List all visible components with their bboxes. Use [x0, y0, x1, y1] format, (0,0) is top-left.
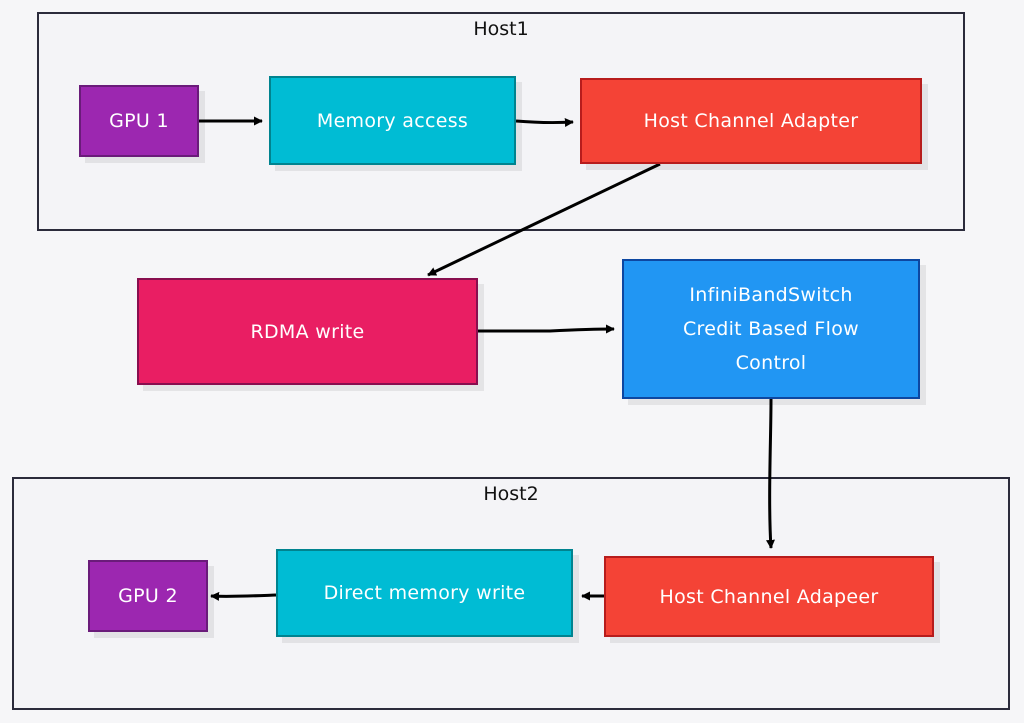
- hca2-label: Host Channel Adapeer: [659, 585, 879, 608]
- infiniband-switch-label: InfiniBandSwitch Credit Based Flow Contr…: [682, 284, 860, 374]
- gpu1-node: GPU 1: [79, 85, 199, 157]
- edge-dmw-to-gpu2: [210, 591, 277, 601]
- gpu2-label: GPU 2: [118, 585, 178, 607]
- gpu2-node: GPU 2: [88, 560, 208, 632]
- infiniband-switch-node: InfiniBandSwitch Credit Based Flow Contr…: [622, 259, 920, 399]
- edge-switch-to-hca2: [766, 398, 775, 549]
- memory-access-node: Memory access: [269, 76, 516, 165]
- rdma-write-node: RDMA write: [137, 278, 478, 385]
- rdma-write-label: RDMA write: [250, 320, 365, 343]
- hca1-node: Host Channel Adapter: [580, 78, 922, 164]
- hca1-label: Host Channel Adapter: [643, 110, 859, 132]
- hca2-node: Host Channel Adapeer: [604, 556, 934, 637]
- host1-title: Host1: [473, 18, 529, 40]
- edge-rdma-to-switch: [478, 324, 615, 334]
- edge-hca1-to-rdma: [427, 162, 661, 277]
- direct-memory-write-label: Direct memory write: [323, 582, 526, 604]
- edge-memory-access-to-hca1: [515, 117, 574, 127]
- memory-access-label: Memory access: [316, 109, 469, 132]
- direct-memory-write-node: Direct memory write: [276, 549, 573, 637]
- gpu1-label: GPU 1: [109, 110, 169, 132]
- host2-title: Host2: [483, 483, 539, 505]
